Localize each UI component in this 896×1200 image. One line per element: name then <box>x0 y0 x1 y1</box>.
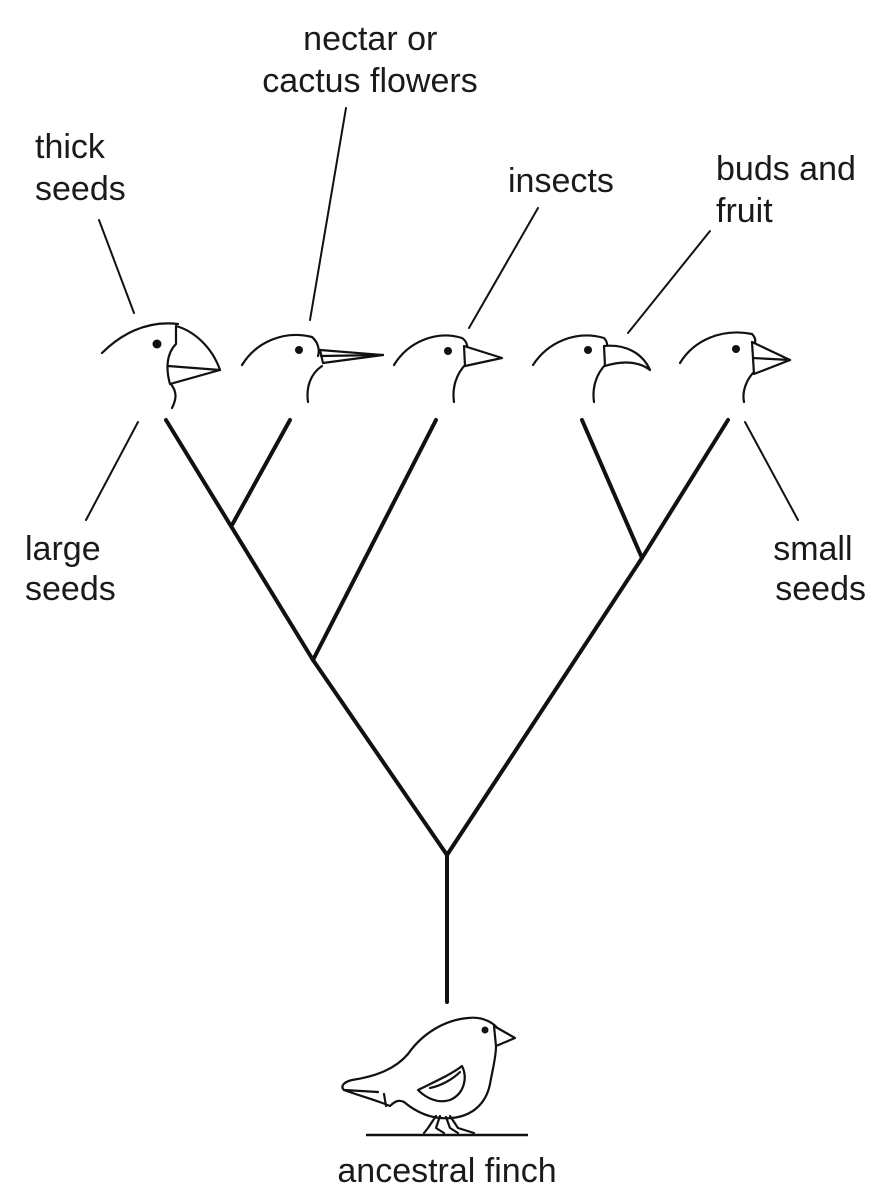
branch-to-insects <box>311 418 438 662</box>
eye-icon <box>732 345 740 353</box>
ancestral-beak-icon <box>492 1024 517 1048</box>
leader-large-seeds <box>85 421 139 521</box>
leader-lines <box>85 107 799 521</box>
leader-small-seeds <box>744 421 799 521</box>
leader-buds <box>627 230 711 334</box>
eye-icon <box>444 347 452 355</box>
label-nectar: nectar or cactus flowers <box>262 20 477 100</box>
phylogenetic-tree <box>164 418 730 1004</box>
leader-thick-seeds <box>98 219 135 314</box>
finch-head-small-seeds <box>678 331 792 404</box>
finch-head-thick-seeds <box>100 322 222 410</box>
leader-nectar <box>309 107 347 321</box>
label-buds-fruit: buds and fruit <box>716 150 865 230</box>
pointed-beak <box>462 344 504 368</box>
finch-head-nectar <box>240 333 385 404</box>
branch-to-buds <box>580 418 644 560</box>
branch-to-nectar <box>230 418 292 527</box>
eye-icon <box>152 339 162 349</box>
right-main-branch <box>445 556 644 857</box>
label-large-seeds: large seeds <box>25 530 116 608</box>
finch-head-buds-fruit <box>531 334 652 404</box>
eye-icon <box>295 346 303 354</box>
eye-icon <box>584 346 592 354</box>
leader-insects <box>468 207 539 329</box>
branch-to-large-seeds <box>164 418 315 662</box>
eye-icon <box>481 1026 489 1034</box>
label-thick-seeds: thick seeds <box>35 128 126 208</box>
left-main-branch <box>311 658 449 857</box>
finch-head-insects <box>392 334 504 404</box>
ancestral-finch-bird <box>341 1016 528 1137</box>
label-ancestral-finch: ancestral finch <box>337 1152 556 1190</box>
label-small-seeds: small seeds <box>773 530 866 608</box>
curved-beak <box>602 344 652 372</box>
branch-to-small-seeds <box>640 418 730 560</box>
label-insects: insects <box>508 162 614 200</box>
thick-beak <box>166 324 222 386</box>
